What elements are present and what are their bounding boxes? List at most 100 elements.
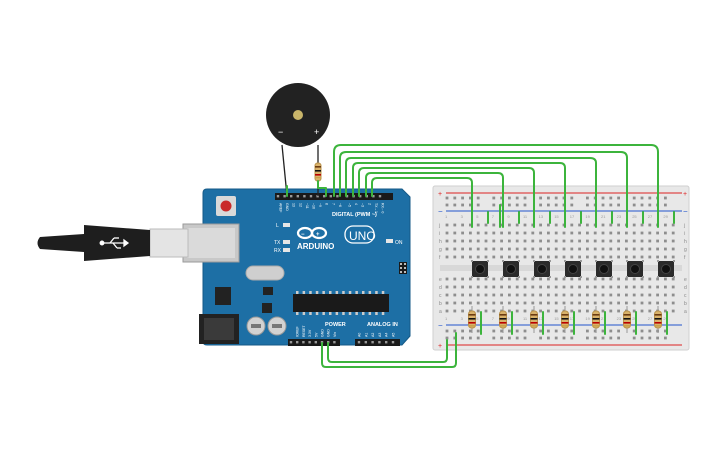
breadboard-hole[interactable] (601, 223, 605, 227)
breadboard-hole[interactable] (445, 231, 449, 235)
breadboard-hole[interactable] (664, 255, 667, 259)
breadboard-hole[interactable] (554, 301, 558, 305)
buzzer-resistor[interactable] (314, 162, 322, 182)
breadboard-hole[interactable] (500, 336, 503, 340)
breadboard-hole[interactable] (523, 223, 527, 227)
breadboard-hole[interactable] (492, 255, 496, 259)
breadboard-hole[interactable] (570, 247, 574, 251)
breadboard-hole[interactable] (601, 203, 605, 207)
digital-pin[interactable] (303, 195, 306, 198)
breadboard-hole[interactable] (492, 203, 496, 207)
breadboard-hole[interactable] (609, 329, 613, 333)
breadboard-hole[interactable] (640, 231, 644, 235)
digital-pin[interactable] (323, 195, 326, 198)
breadboard-hole[interactable] (523, 277, 527, 281)
pushbutton[interactable] (502, 260, 520, 278)
breadboard-hole[interactable] (476, 301, 480, 305)
breadboard-hole[interactable] (523, 231, 527, 235)
breadboard-hole[interactable] (562, 329, 566, 333)
power-pin[interactable] (314, 341, 317, 344)
breadboard-hole[interactable] (570, 231, 574, 235)
breadboard-hole[interactable] (664, 329, 667, 333)
breadboard-hole[interactable] (562, 293, 566, 297)
pulldown-resistor[interactable] (499, 306, 507, 333)
breadboard-hole[interactable] (461, 255, 464, 259)
breadboard-hole[interactable] (609, 231, 613, 235)
breadboard-hole[interactable] (625, 255, 628, 259)
breadboard-hole[interactable] (547, 223, 550, 227)
analog-pin[interactable] (391, 341, 395, 344)
pushbutton-group[interactable] (471, 260, 675, 278)
breadboard-hole[interactable] (609, 309, 613, 313)
breadboard-hole[interactable] (515, 293, 519, 297)
breadboard-hole[interactable] (554, 277, 558, 281)
breadboard-hole[interactable] (476, 231, 480, 235)
breadboard-hole[interactable] (601, 309, 605, 313)
breadboard-hole[interactable] (586, 203, 589, 207)
breadboard-hole[interactable] (586, 231, 589, 235)
breadboard-hole[interactable] (656, 301, 659, 305)
breadboard-hole[interactable] (461, 285, 464, 289)
breadboard-hole[interactable] (492, 336, 496, 340)
breadboard-hole[interactable] (539, 223, 542, 227)
breadboard-hole[interactable] (617, 301, 620, 305)
breadboard-hole[interactable] (500, 239, 503, 243)
breadboard-hole[interactable] (539, 329, 542, 333)
breadboard-hole[interactable] (500, 223, 503, 227)
breadboard-hole[interactable] (453, 231, 457, 235)
breadboard-hole[interactable] (554, 309, 558, 313)
breadboard-hole[interactable] (484, 255, 488, 259)
breadboard-hole[interactable] (515, 231, 519, 235)
breadboard-hole[interactable] (648, 223, 652, 227)
breadboard-hole[interactable] (601, 247, 605, 251)
breadboard-hole[interactable] (515, 196, 519, 200)
breadboard-hole[interactable] (492, 196, 496, 200)
breadboard-hole[interactable] (469, 239, 472, 243)
breadboard-hole[interactable] (593, 255, 597, 259)
breadboard-hole[interactable] (632, 247, 636, 251)
breadboard-hole[interactable] (609, 203, 613, 207)
breadboard-hole[interactable] (656, 255, 659, 259)
breadboard-hole[interactable] (570, 255, 574, 259)
breadboard-hole[interactable] (469, 301, 472, 305)
pushbutton-cap[interactable] (661, 264, 671, 274)
breadboard-hole[interactable] (515, 285, 519, 289)
digital-pin[interactable] (336, 195, 339, 198)
breadboard-hole[interactable] (476, 223, 480, 227)
breadboard-hole[interactable] (640, 329, 644, 333)
breadboard-hole[interactable] (632, 301, 636, 305)
breadboard-hole[interactable] (656, 277, 659, 281)
breadboard-hole[interactable] (547, 255, 550, 259)
breadboard-hole[interactable] (508, 196, 511, 200)
breadboard-hole[interactable] (461, 239, 464, 243)
breadboard-hole[interactable] (508, 336, 511, 340)
breadboard-hole[interactable] (648, 329, 652, 333)
breadboard-hole[interactable] (656, 247, 659, 251)
digital-pin[interactable] (329, 195, 332, 198)
breadboard-hole[interactable] (445, 285, 449, 289)
breadboard-hole[interactable] (562, 285, 566, 289)
breadboard-hole[interactable] (523, 329, 527, 333)
breadboard-hole[interactable] (570, 223, 574, 227)
breadboard-hole[interactable] (578, 285, 581, 289)
breadboard-hole[interactable] (508, 293, 511, 297)
breadboard-hole[interactable] (632, 293, 636, 297)
breadboard-hole[interactable] (640, 203, 644, 207)
breadboard-hole[interactable] (562, 239, 566, 243)
breadboard-hole[interactable] (500, 203, 503, 207)
pushbutton[interactable] (657, 260, 675, 278)
breadboard-hole[interactable] (531, 301, 535, 305)
breadboard-hole[interactable] (632, 329, 636, 333)
breadboard-hole[interactable] (531, 277, 535, 281)
breadboard-hole[interactable] (461, 329, 464, 333)
breadboard-hole[interactable] (648, 336, 652, 340)
digital-pin[interactable] (276, 195, 280, 198)
breadboard-hole[interactable] (632, 277, 636, 281)
pushbutton[interactable] (564, 260, 582, 278)
pulldown-resistor[interactable] (592, 306, 600, 333)
breadboard-hole[interactable] (523, 336, 527, 340)
breadboard-hole[interactable] (469, 203, 472, 207)
jumper-wire[interactable] (345, 157, 597, 228)
breadboard-hole[interactable] (625, 247, 628, 251)
breadboard-hole[interactable] (453, 203, 457, 207)
